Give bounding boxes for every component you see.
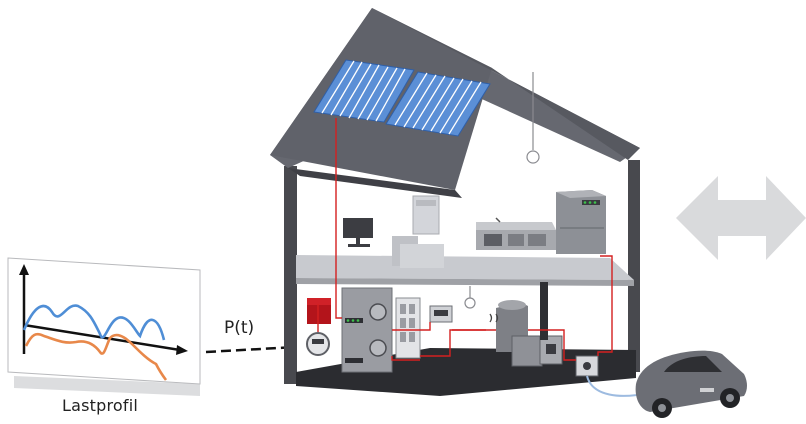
- load-profile-label: Lastprofil: [62, 396, 139, 415]
- chart-shadow: [14, 376, 200, 396]
- power-signal-line: [205, 345, 297, 354]
- armchair: [392, 236, 444, 268]
- house-left-wall: [284, 166, 297, 384]
- profile-curve-blue: [22, 304, 166, 341]
- electrical-wiring: [317, 118, 613, 361]
- roof-side-face: [372, 8, 640, 160]
- solar-panel-1: [313, 59, 415, 123]
- house: [270, 8, 653, 397]
- refrigerator: [556, 190, 606, 254]
- house-right-wall: [628, 160, 640, 372]
- profile-curve-orange: [24, 332, 168, 381]
- tv-monitor: [343, 218, 373, 247]
- wallbox-charger: [575, 355, 599, 377]
- roof-eaves: [288, 168, 462, 198]
- upper-floor: [296, 255, 634, 280]
- double-arrow-icon: [676, 176, 806, 260]
- inverter-cabinet: [341, 287, 393, 373]
- solar-panel-2: [385, 71, 491, 137]
- electricity-meter: [306, 332, 330, 356]
- electric-car-icon: [635, 350, 747, 418]
- upper-floor-edge: [296, 278, 634, 286]
- washing-machine-upstairs: [412, 195, 440, 235]
- load-profile-chart: [7, 257, 201, 396]
- chart-x-arrowhead: [176, 345, 188, 355]
- fuse-box: [395, 297, 421, 359]
- controller-box: [429, 305, 453, 323]
- kitchen-counter: [476, 217, 556, 250]
- support-pillar: [540, 282, 548, 340]
- chart-panel: [7, 257, 201, 385]
- boiler: [511, 335, 563, 367]
- power-signal-label: P(t): [224, 318, 255, 338]
- red-battery-box: [307, 298, 331, 324]
- basement-light-bulb-icon: [464, 286, 476, 309]
- chart-y-arrowhead: [19, 264, 29, 275]
- light-bulb-icon: [526, 72, 540, 164]
